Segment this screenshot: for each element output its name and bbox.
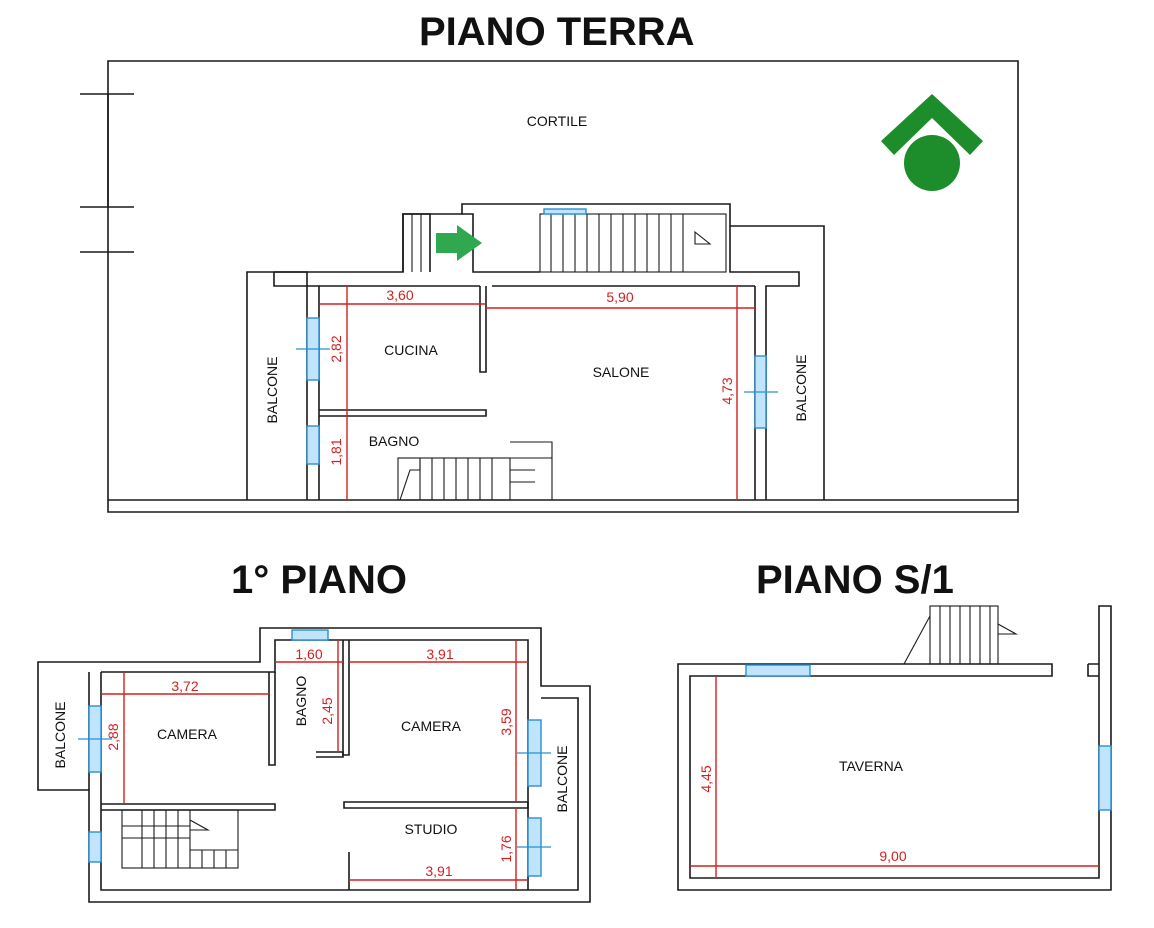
- dim-label: 2,88: [105, 723, 121, 750]
- room-label-taverna: TAVERNA: [839, 758, 904, 774]
- dim-label: 1,81: [328, 438, 344, 465]
- window: [543, 208, 587, 215]
- dim-label: 5,90: [606, 289, 633, 305]
- window: [1098, 745, 1112, 811]
- house-left-wall: [273, 272, 320, 500]
- balcone-right-outline: [730, 225, 825, 500]
- house-outline: [274, 203, 800, 500]
- dim-label: 1,76: [498, 835, 514, 862]
- window: [306, 425, 320, 465]
- wall: [101, 803, 276, 811]
- window: [745, 664, 811, 677]
- entrance-arrow-icon: [436, 225, 482, 261]
- room-label-balcone-right: BALCONE: [793, 355, 809, 422]
- dim-label: 9,00: [879, 848, 906, 864]
- dim-label: 1,60: [295, 646, 322, 662]
- stairs-first-floor: [121, 809, 239, 869]
- entrance-wall: [402, 213, 431, 272]
- room-label-balcone-left: BALCONE: [52, 702, 68, 769]
- dim-label: 4,45: [698, 765, 714, 792]
- wall: [1087, 663, 1099, 677]
- room-label-cucina: CUCINA: [384, 342, 438, 358]
- inner-wall: [100, 672, 579, 891]
- stairs-ground-upper: [539, 213, 727, 273]
- dim-label: 3,91: [426, 646, 453, 662]
- stairs-entrance: [411, 214, 422, 272]
- dim-label: 3,60: [386, 287, 413, 303]
- courtyard-outline: [107, 60, 1019, 513]
- room-label-salone: SALONE: [593, 364, 650, 380]
- wall: [316, 751, 344, 758]
- basement-floor-title: PIANO S/1: [756, 558, 954, 602]
- dim-label: 2,82: [328, 335, 344, 362]
- dim-label: 4,73: [719, 377, 735, 404]
- dim-label: 3,91: [425, 863, 452, 879]
- stairs-basement: [903, 605, 1019, 665]
- room-label-studio: STUDIO: [405, 821, 458, 837]
- dim-label: 3,72: [171, 678, 198, 694]
- cucina-bagno-wall: [319, 409, 487, 417]
- room-label-balcone-right: BALCONE: [554, 746, 570, 813]
- first-floor-title: 1° PIANO: [231, 558, 408, 602]
- wall: [342, 640, 350, 756]
- basement-outline: [677, 605, 1112, 891]
- first-floor-plan: CAMERA CAMERA STUDIO BAGNO BALCONE BALCO…: [37, 627, 591, 903]
- first-floor-outline: [37, 627, 591, 903]
- wall: [268, 672, 276, 766]
- room-label-camera-left: CAMERA: [157, 726, 218, 742]
- room-label-bagno: BAGNO: [293, 676, 309, 727]
- cucina-wall: [479, 286, 487, 373]
- wall: [343, 801, 529, 809]
- dim-label: 2,45: [319, 697, 335, 724]
- room-label-bagno: BAGNO: [369, 433, 420, 449]
- window: [88, 831, 102, 863]
- inner-wall: [101, 639, 529, 890]
- dim-label: 3,59: [498, 708, 514, 735]
- agency-logo-icon: [881, 94, 983, 191]
- ground-floor-title: PIANO TERRA: [419, 10, 695, 54]
- room-label-camera-right: CAMERA: [401, 718, 462, 734]
- ground-floor-plan: CORTILE CUCINA SALONE BAGNO BALCONE BALC…: [80, 60, 1019, 513]
- stairs-ground-lower: [397, 441, 553, 501]
- room-label-balcone-left: BALCONE: [264, 357, 280, 424]
- window: [291, 629, 329, 641]
- room-label-cortile: CORTILE: [527, 113, 587, 129]
- basement-floor-plan: TAVERNA 4,45 9,00: [677, 605, 1112, 891]
